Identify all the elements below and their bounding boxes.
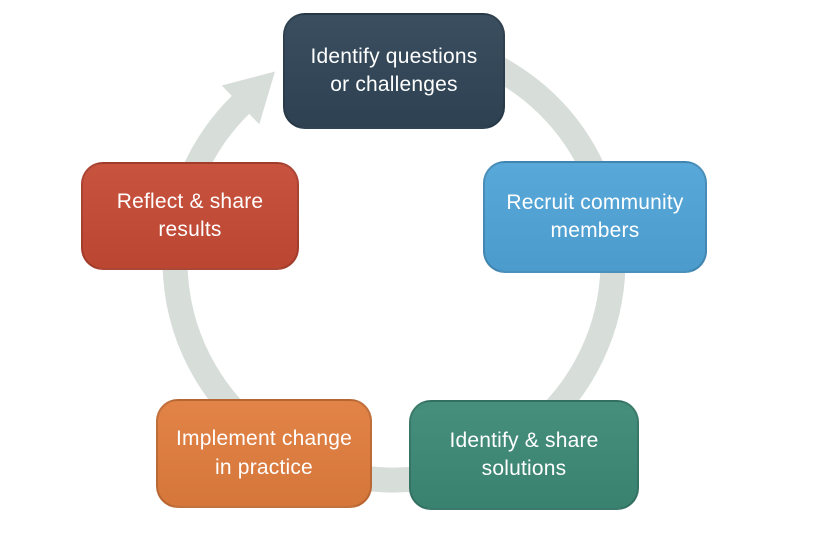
step-reflect-results: Reflect & share results — [81, 162, 299, 270]
step-recruit-members-label: Recruit community members — [506, 190, 684, 242]
step-identify-questions: Identify questions or challenges — [283, 13, 505, 129]
step-identify-solutions-label: Identify & share solutions — [449, 428, 599, 480]
step-implement-change-label: Implement change in practice — [176, 427, 352, 479]
step-implement-change: Implement change in practice — [156, 399, 372, 508]
cycle-arrowhead-icon — [221, 71, 275, 125]
step-identify-solutions: Identify & share solutions — [409, 400, 639, 510]
step-reflect-results-label: Reflect & share results — [116, 189, 264, 241]
step-recruit-members: Recruit community members — [483, 161, 707, 273]
step-identify-questions-label: Identify questions or challenges — [310, 44, 478, 96]
